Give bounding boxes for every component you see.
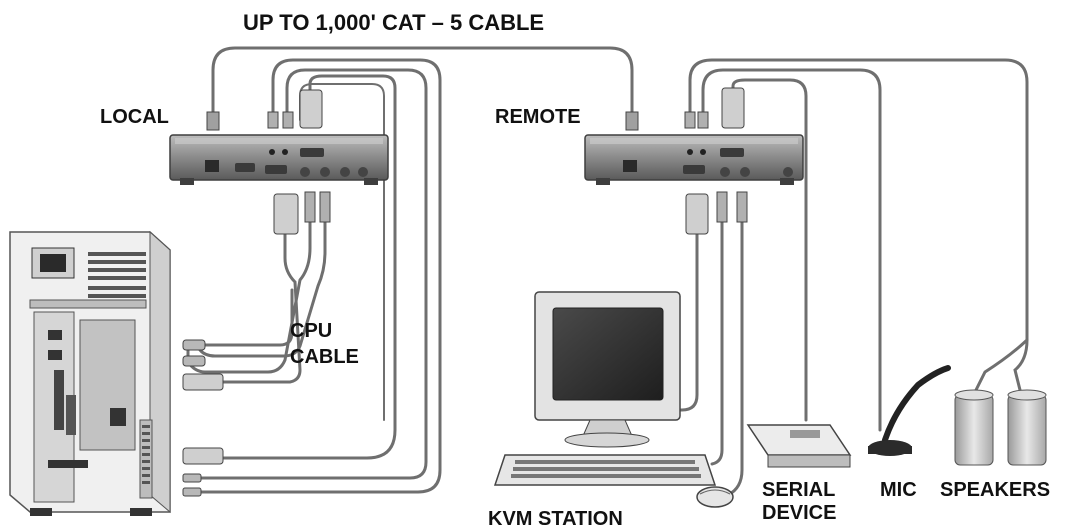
remote-label: REMOTE [495,106,581,128]
pc-side-vents [142,425,150,484]
cpu-cable-ps2-a [186,218,312,374]
cpu-cable-ps2-b [198,218,327,358]
local-cable-2 [198,68,428,480]
serial-device-label-line2: DEVICE [762,502,837,524]
remote-cable-speakers [688,58,1029,392]
speakers [954,389,1047,466]
remote-cable-mic [701,68,882,432]
local-top-connectors [206,89,323,131]
serial-device [746,424,852,468]
speakers-label: SPEAKERS [940,479,1051,501]
remote-vga-down [658,228,699,412]
serial-device-label-line1: SERIAL [762,479,836,501]
remote-unit [584,134,804,185]
remote-bottom-connectors [685,191,748,235]
keyboard [493,454,717,486]
monitor [534,291,681,448]
remote-mouse-cable [726,218,744,497]
local-label: LOCAL [100,106,169,128]
cpu-cable-tail [198,288,294,347]
remote-cable-speakers-2 [973,338,1029,394]
cpu-cable-label-line2: CABLE [290,346,359,368]
local-cable-1 [198,58,442,494]
cpu-cable-vga [218,230,302,384]
mic [868,365,951,456]
local-vga-cable [220,74,397,460]
pc-tower [9,230,171,516]
local-unit [169,134,389,185]
cat5-cable-label: UP TO 1,000' CAT – 5 CABLE [243,10,545,35]
cpu-cable-label-line1: CPU [290,320,333,342]
remote-cable-serial [731,78,808,422]
remote-top-connectors [625,87,745,131]
mouse [696,486,734,508]
pc-vents [88,252,146,298]
mic-label: MIC [880,479,917,501]
cat5-cable [211,46,634,120]
remote-kbd-cable [710,218,724,466]
cables [186,46,1029,497]
local-cpu-connectors [273,191,331,235]
kvm-station-label: KVM STATION [488,508,623,530]
pc-connectors [182,339,224,497]
